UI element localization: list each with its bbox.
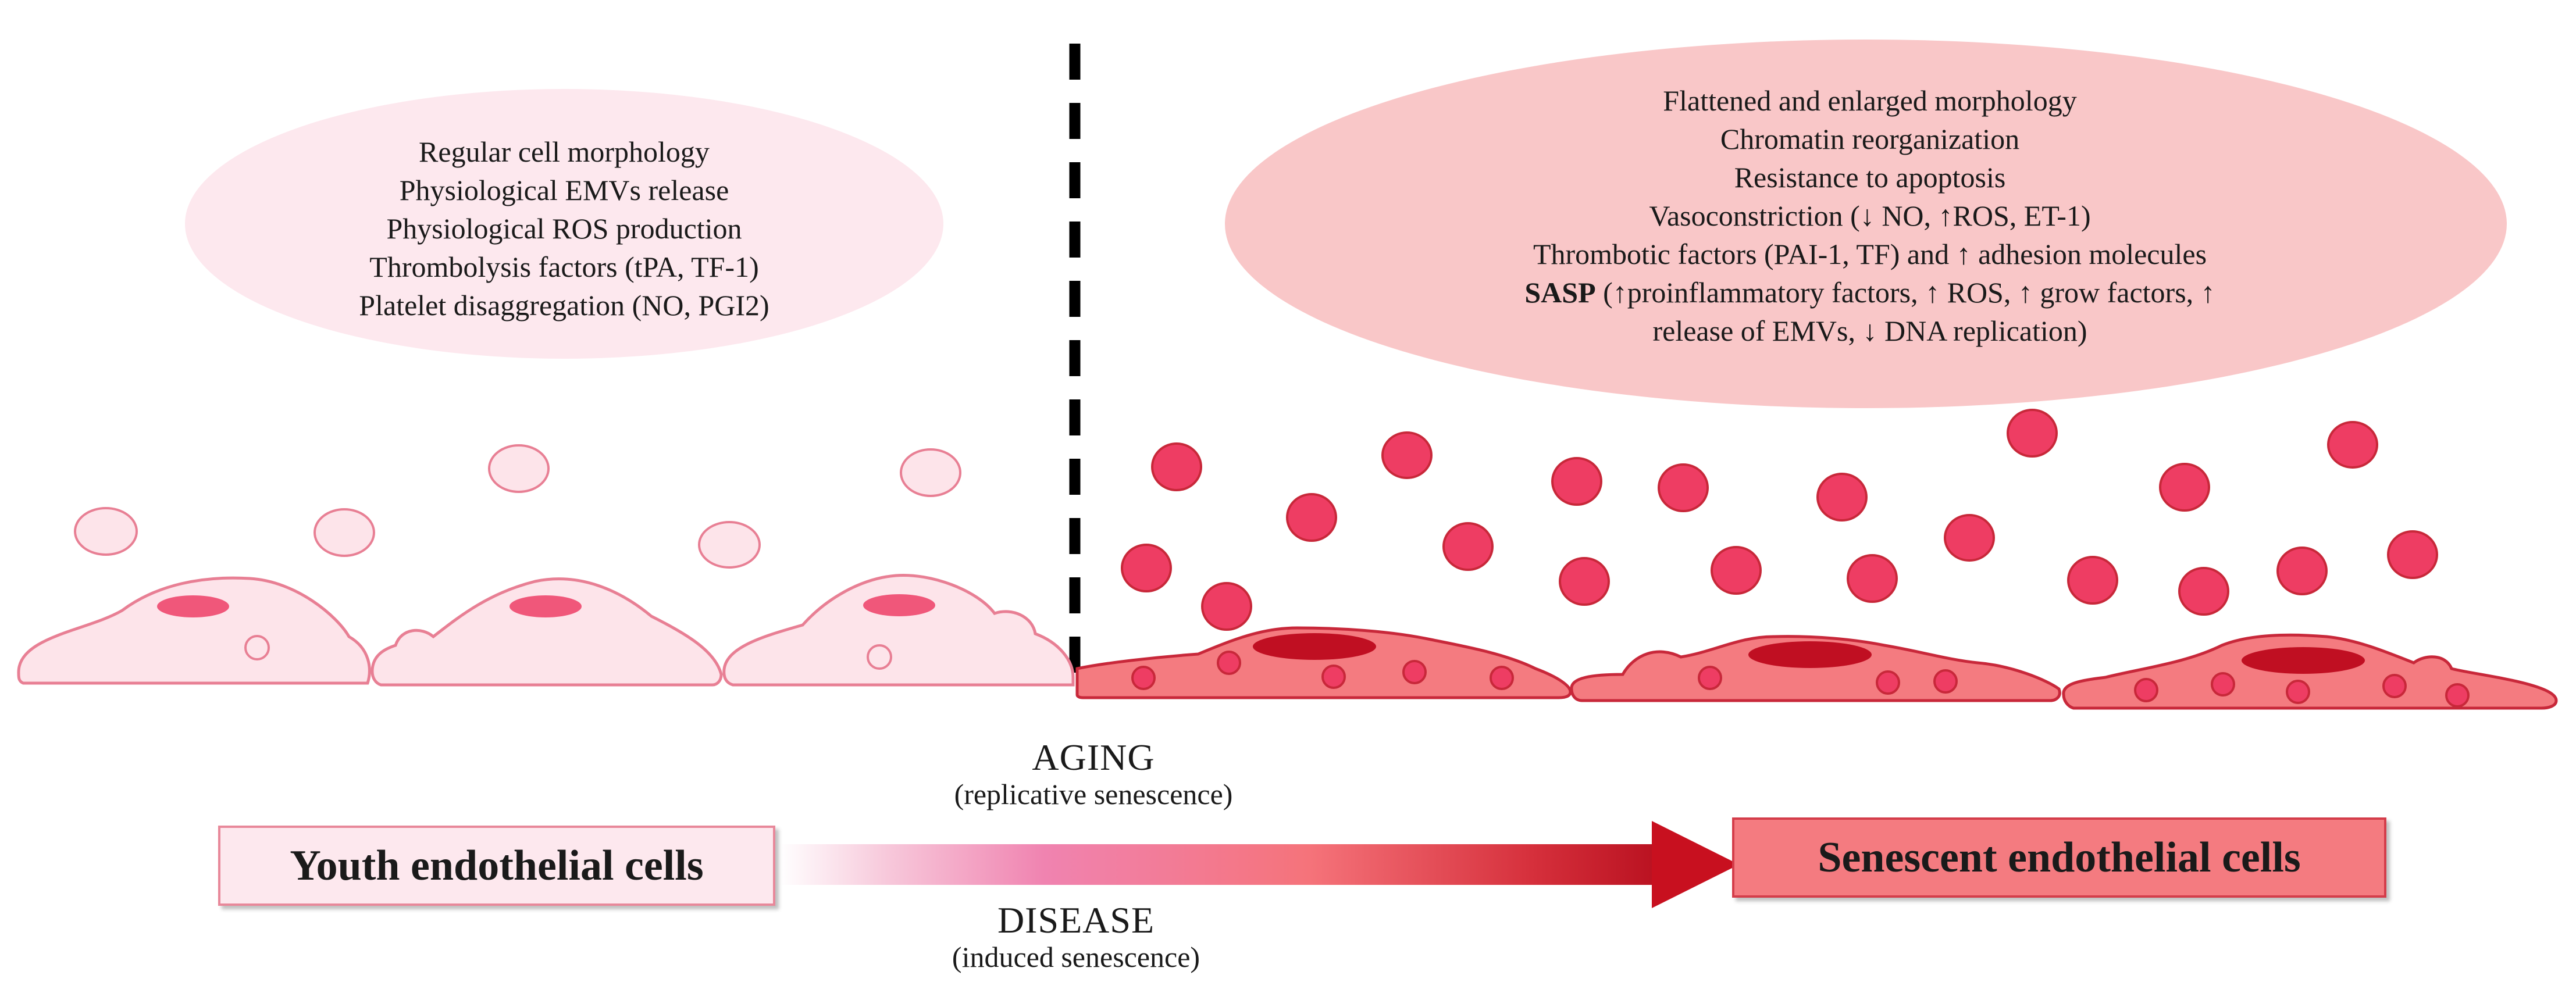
emv [74, 507, 138, 556]
sasp-line: SASP (↑proinflammatory factors, ↑ ROS, ↑… [1312, 273, 2428, 312]
vesicle [1217, 651, 1241, 675]
youth-cell-1 [17, 576, 371, 685]
senescent-cell-2 [1570, 635, 2061, 702]
disease-sublabel: (induced senescence) [952, 941, 1200, 973]
sasp-label: SASP [1524, 276, 1596, 309]
emv [1442, 522, 1494, 571]
emv [2178, 567, 2229, 616]
emv [1559, 557, 1610, 606]
senescent-cell-1 [1075, 626, 1572, 699]
nucleus [510, 595, 582, 617]
nucleus [157, 595, 229, 617]
youth-feature: Physiological ROS production [386, 212, 742, 245]
senescent-features: Flattened and enlarged morphology Chroma… [1312, 81, 2428, 350]
senescent-feature: Thrombotic factors (PAI-1, TF) and ↑ adh… [1533, 238, 2207, 270]
emv [2159, 463, 2210, 512]
vesicle [1402, 660, 1427, 684]
emv [488, 444, 550, 493]
vesicle [867, 644, 892, 670]
vesicle [244, 635, 270, 660]
emv [900, 448, 961, 497]
senescent-features-ellipse [1225, 40, 2507, 408]
emv [1151, 442, 1202, 491]
senescent-feature: Resistance to apoptosis [1734, 161, 2006, 194]
vesicle [2286, 680, 2310, 704]
vesicle [2211, 672, 2235, 697]
emv [1381, 431, 1433, 479]
vesicles [1698, 666, 1958, 695]
disease-label: DISEASE [997, 899, 1155, 941]
youth-features: Regular cell morphology Physiological EM… [233, 133, 896, 324]
vesicle [1131, 666, 1156, 690]
vesicle [1933, 669, 1958, 694]
emv [2327, 421, 2378, 469]
senescent-cell-3 [2062, 633, 2558, 710]
senescent-box-label: Senescent endothelial cells [1818, 833, 2301, 881]
emv [313, 508, 375, 557]
emv [1201, 582, 1252, 631]
progression-arrow [779, 821, 1739, 908]
aging-label-group: AGING (replicative senescence) [925, 737, 1262, 811]
youth-feature: Physiological EMVs release [399, 174, 729, 206]
senescent-feature: Chromatin reorganization [1720, 123, 2020, 155]
youth-feature: Thrombolysis factors (tPA, TF-1) [369, 251, 759, 283]
youth-features-ellipse [185, 89, 943, 359]
youth-box-label: Youth endothelial cells [290, 841, 704, 890]
vesicles [1131, 651, 1514, 690]
vesicle [1698, 666, 1722, 690]
emv [2387, 530, 2438, 579]
emv [1551, 457, 1602, 506]
disease-label-group: DISEASE (induced senescence) [907, 899, 1245, 974]
sasp-text: (↑proinflammatory factors, ↑ ROS, ↑ grow… [1595, 276, 2215, 309]
emv [1816, 473, 1868, 522]
emv [1286, 493, 1337, 542]
nucleus [1748, 641, 1872, 668]
senescent-endothelial-cells-box: Senescent endothelial cells [1732, 817, 2386, 898]
emv [1711, 546, 1762, 595]
emv [1944, 514, 1995, 562]
vesicle [2134, 678, 2158, 702]
emv [1121, 544, 1172, 592]
nucleus [1253, 633, 1376, 660]
aging-label: AGING [1032, 737, 1155, 778]
nucleus [863, 594, 935, 616]
vesicle [2382, 674, 2407, 698]
young-emvs [74, 444, 961, 569]
youth-feature: Platelet disaggregation (NO, PGI2) [359, 289, 769, 322]
emv [2007, 409, 2058, 458]
youth-cell-3 [722, 573, 1075, 687]
nucleus [2242, 647, 2365, 674]
vesicles [2134, 672, 2470, 708]
emv [1658, 463, 1709, 512]
senescent-emvs [1121, 409, 2438, 631]
emv [1847, 554, 1898, 603]
youth-feature: Regular cell morphology [419, 135, 710, 168]
vesicle [1876, 670, 1900, 695]
senescent-feature: Vasoconstriction (↓ NO, ↑ROS, ET-1) [1649, 199, 2091, 232]
vesicle [1490, 666, 1514, 690]
vesicle [2445, 683, 2470, 708]
youth-endothelial-cells-box: Youth endothelial cells [218, 826, 775, 906]
senescent-feature: Flattened and enlarged morphology [1663, 84, 2077, 117]
emv [2067, 556, 2118, 605]
youth-cell-2 [370, 577, 723, 687]
emv [2276, 547, 2328, 595]
aging-sublabel: (replicative senescence) [954, 778, 1233, 810]
sasp-line-2: release of EMVs, ↓ DNA replication) [1652, 315, 2087, 347]
emv [698, 521, 761, 569]
vesicle [1321, 665, 1346, 689]
